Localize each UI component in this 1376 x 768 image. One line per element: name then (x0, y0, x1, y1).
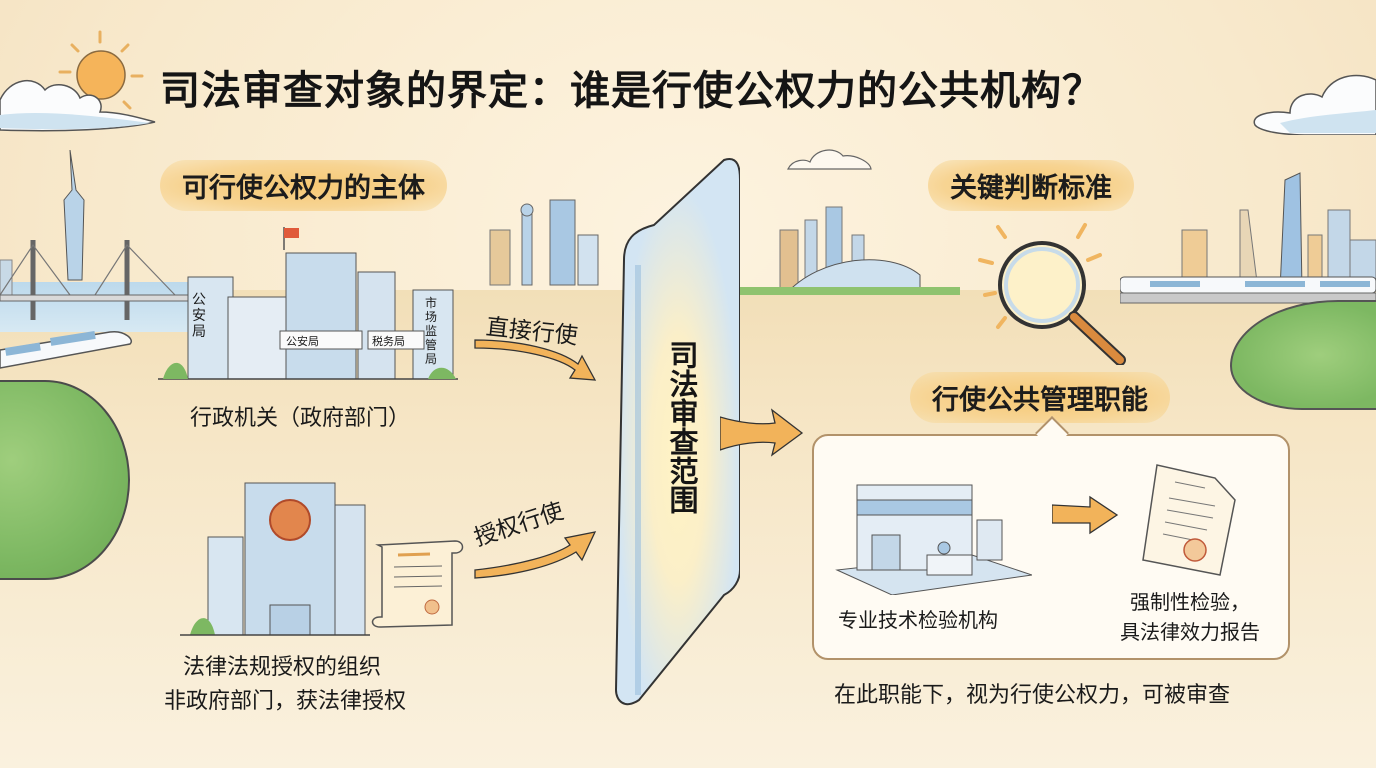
train-icon (0, 330, 132, 369)
city-skyline (489, 199, 599, 286)
scroll-icon (371, 540, 464, 628)
government-building-icon (158, 227, 458, 380)
building-sign: 公安局 (286, 335, 319, 348)
arrow-icon (474, 531, 597, 579)
lab-building-icon (835, 484, 1032, 595)
judicial-scope-label: 司法审查范围 (665, 340, 699, 514)
cloud-icon (787, 149, 872, 170)
admin-organ-caption: 行政机关（政府部门） (190, 406, 411, 431)
authorized-org-title: 法律法规授权的组织 (183, 655, 382, 680)
legal-report-label: 具法律效力报告 (1120, 620, 1260, 644)
document-seal-icon (1142, 464, 1236, 576)
building-sign: 税务局 (372, 335, 405, 348)
criterion-header: 行使公共管理职能 (910, 372, 1170, 423)
left-section-header: 可行使公权力的主体 (160, 160, 447, 211)
emblem-building-icon (180, 482, 370, 636)
magnifier-icon (978, 223, 1126, 365)
mandatory-inspection-label: 强制性检验， (1130, 590, 1250, 614)
bridge-icon (0, 150, 191, 320)
inspection-institution-label: 专业技术检验机构 (838, 608, 998, 632)
right-section-header: 关键判断标准 (928, 160, 1134, 211)
conclusion-note: 在此职能下，视为行使公权力，可被审查 (834, 683, 1231, 708)
building-sign: 公安局 (192, 292, 206, 340)
cloud-icon (1253, 74, 1376, 135)
city-skyline (1120, 172, 1376, 304)
city-skyline (740, 206, 960, 295)
arrow-icon (1052, 495, 1119, 535)
arrow-icon (474, 339, 597, 381)
judicial-scope-glass-panel (614, 158, 740, 706)
cloud-icon (0, 80, 156, 132)
authorized-org-subtitle: 非政府部门，获法律授权 (164, 689, 407, 714)
arrow-icon (720, 408, 804, 457)
page-title: 司法审查对象的界定：谁是行使公权力的公共机构？ (160, 68, 1103, 114)
sun-icon (58, 30, 144, 110)
building-sign: 市场监管局 (425, 296, 438, 366)
